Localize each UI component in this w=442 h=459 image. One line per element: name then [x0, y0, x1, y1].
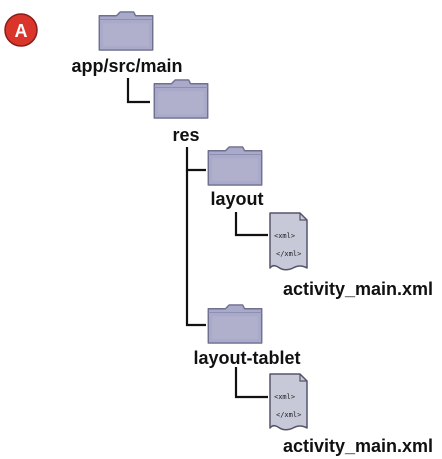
xml-close-tag: </xml>	[276, 411, 301, 419]
folder-layout-tablet: layout-tablet	[193, 304, 301, 368]
file-activity-main-layout-tablet: <xml> </xml> activity_main.xml	[269, 373, 433, 456]
folder-label-layout: layout	[210, 189, 263, 209]
folder-res: res	[153, 79, 209, 145]
file-label-1: activity_main.xml	[283, 279, 433, 299]
folder-icon	[207, 304, 263, 344]
folder-label-res: res	[172, 125, 199, 145]
folder-layout: layout	[207, 146, 264, 209]
folder-app-src-main: app/src/main	[71, 11, 183, 76]
folder-label-layout-tablet: layout-tablet	[193, 348, 300, 368]
file-activity-main-layout: <xml> </xml> activity_main.xml	[269, 212, 433, 299]
badge-a: A	[4, 13, 38, 47]
badge-letter: A	[15, 21, 28, 41]
folder-icon	[98, 11, 154, 51]
xml-open-tag: <xml>	[274, 393, 295, 401]
folder-icon	[153, 79, 209, 119]
xml-open-tag: <xml>	[274, 232, 295, 240]
connector-root-res	[126, 78, 150, 104]
tree-connectors	[126, 78, 268, 399]
xml-file-icon: <xml> </xml>	[269, 373, 308, 431]
connector-res-layout-tablet	[185, 170, 206, 327]
xml-file-icon: <xml> </xml>	[269, 212, 308, 271]
folder-icon	[207, 146, 263, 186]
xml-close-tag: </xml>	[276, 250, 301, 258]
connector-res-layout	[185, 147, 206, 172]
folder-label-root: app/src/main	[71, 56, 182, 76]
file-label-2: activity_main.xml	[283, 436, 433, 456]
connector-layout-tablet-file2	[234, 367, 268, 399]
connector-layout-file1	[234, 212, 268, 237]
